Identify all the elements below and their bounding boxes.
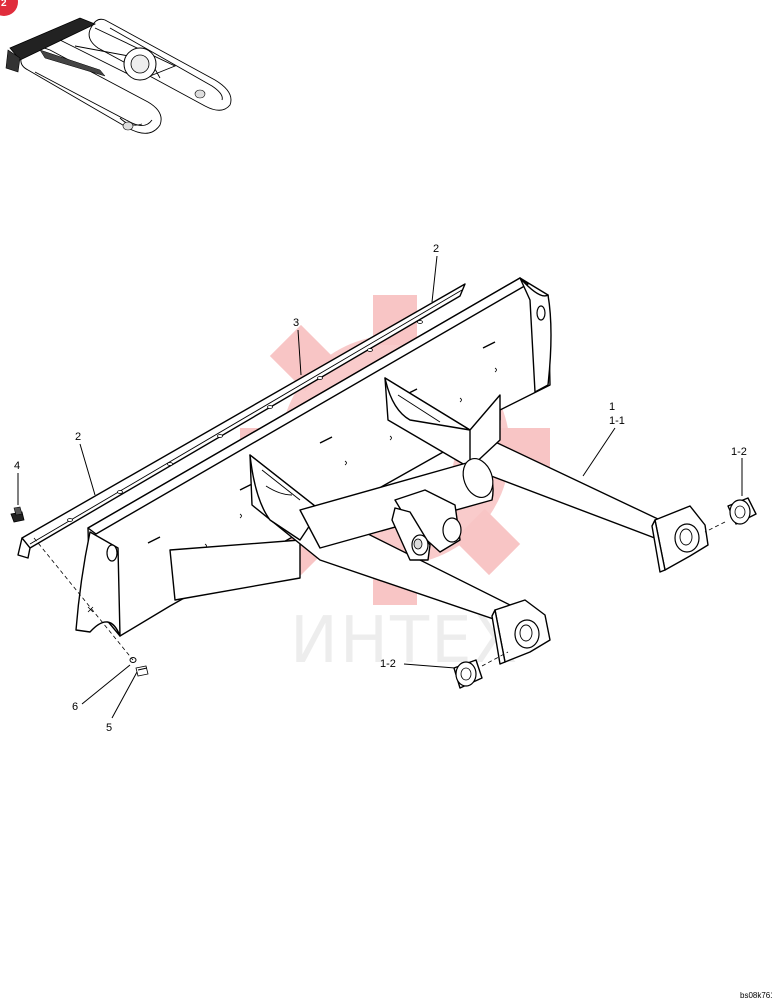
bolt-axis-line [33, 537, 134, 661]
watermark-text: ИНТЕХ [290, 604, 519, 678]
callout-labels: 2 3 1 1-1 1-2 2 4 1-2 6 5 [14, 243, 747, 734]
callout-5: 5 [106, 722, 112, 734]
corner-badge-number: 2 [1, 0, 7, 9]
bolt [10, 506, 25, 523]
callout-1: 1 [609, 401, 615, 413]
cross-tube [299, 458, 494, 561]
callout-1-1: 1-1 [609, 415, 625, 427]
nut-washer [129, 657, 149, 677]
callout-6: 6 [72, 701, 78, 713]
callout-2-left: 2 [75, 431, 81, 443]
bushing-left [453, 651, 509, 689]
thumbnail-undercarriage [5, 17, 232, 134]
cutting-edge-strip [17, 283, 466, 559]
leader-lines [17, 255, 743, 719]
pivot-boss-left [491, 599, 551, 665]
callout-4: 4 [14, 460, 20, 472]
corner-badge: 2 [0, 0, 18, 16]
bolt-hole-mark [87, 606, 94, 613]
pivot-boss-right [651, 505, 709, 573]
blade-body [75, 277, 552, 637]
callout-3: 3 [293, 317, 299, 329]
drawing-reference: bs08k761 [740, 991, 772, 1000]
dozer-blade-assembly [10, 277, 757, 689]
bushing-right [704, 497, 757, 533]
callout-1-2-bottom: 1-2 [380, 658, 396, 670]
callout-2-top: 2 [433, 243, 439, 255]
callout-1-2-right: 1-2 [731, 446, 747, 458]
